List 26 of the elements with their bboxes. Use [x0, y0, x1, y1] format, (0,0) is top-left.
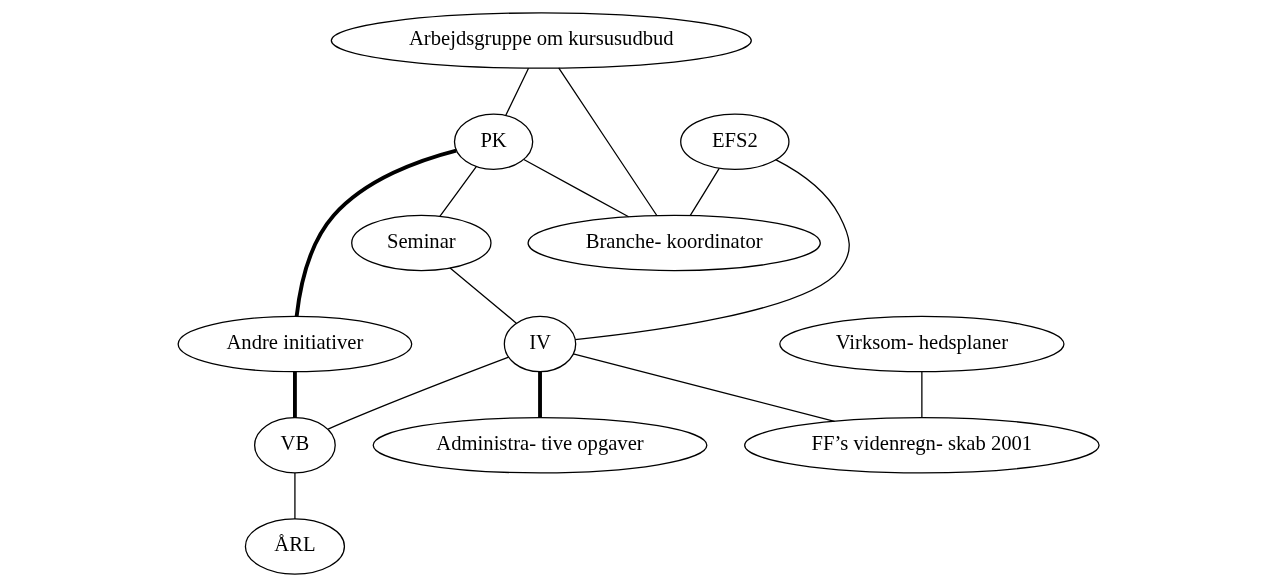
node-ellipse: Branche- koordinator [526, 214, 821, 272]
connector [504, 67, 529, 117]
connector [326, 356, 509, 430]
connector [438, 165, 477, 217]
connector [537, 371, 542, 418]
node-ellipse: VB [253, 416, 336, 474]
node-ellipse: IV [503, 315, 576, 373]
node-ellipse: Administra- tive opgaver [372, 416, 707, 474]
connector [572, 353, 835, 423]
node-ellipse: FF’s videnregn- skab 2001 [743, 416, 1100, 474]
node-ellipse: Andre initiativer [177, 315, 412, 373]
connector [689, 167, 720, 217]
connector [920, 371, 922, 419]
connector [293, 472, 296, 520]
connector [294, 148, 457, 317]
node-ellipse: Arbejdsgruppe om kursusudbud [330, 12, 752, 69]
node-ellipse: ÅRL [244, 518, 345, 575]
node-ellipse: PK [453, 113, 533, 171]
connector [448, 267, 517, 324]
node-ellipse: Virksom- hedsplaner [778, 315, 1065, 373]
connector [557, 67, 657, 217]
node-ellipse: EFS2 [679, 113, 790, 171]
connector [522, 158, 629, 218]
connector [574, 159, 850, 341]
node-ellipse: Seminar [350, 214, 492, 272]
connector [292, 371, 297, 418]
